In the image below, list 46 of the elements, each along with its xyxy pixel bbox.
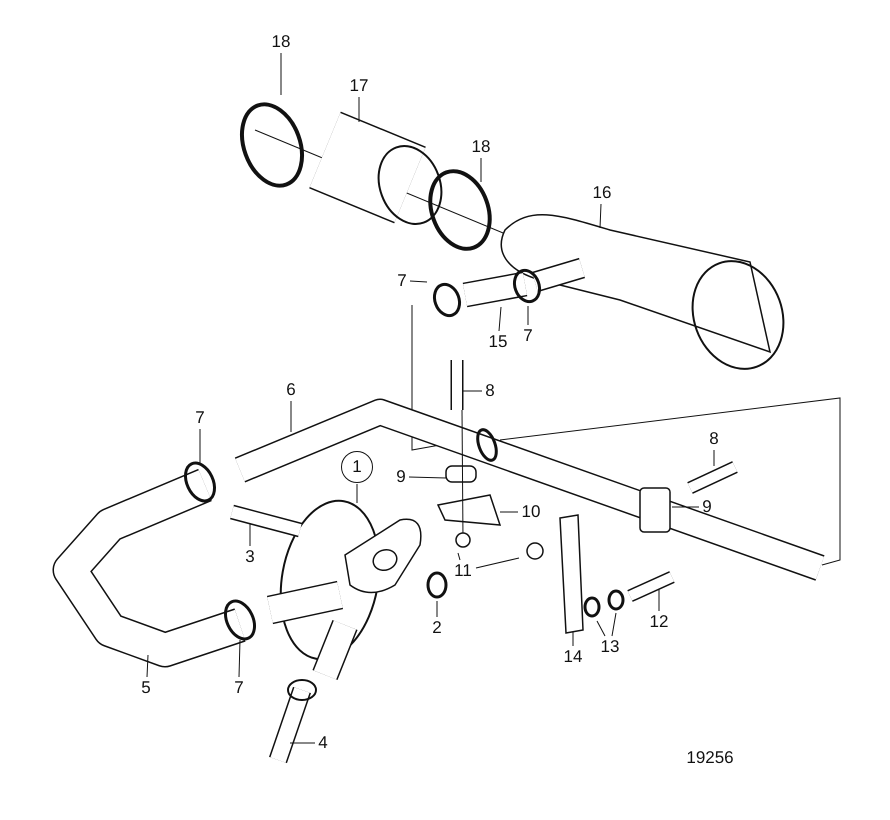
leader-line [146,654,148,678]
callout-number: 13 [600,637,620,657]
callout-number: 6 [286,380,296,400]
callout-number: 9 [396,467,406,487]
callout-number: 16 [592,183,612,203]
leader-line [612,612,616,636]
callout-number: 7 [397,271,407,291]
callout-number: 11 [454,561,472,581]
leader-line [658,588,660,612]
leader-line [410,280,428,282]
callout-number: 8 [709,429,719,449]
callout-number: 7 [234,678,244,698]
callout-number: 5 [141,678,151,698]
leader-line [462,390,482,392]
callout-number: 4 [318,733,328,753]
leader-line [290,400,292,432]
leader-line [596,620,606,636]
drawing-number: 19256 [686,748,734,768]
callout-number: 10 [522,502,540,522]
leader-line [572,632,574,646]
leader-line [358,96,360,122]
callout-number: 14 [564,647,582,667]
leader-line [408,476,446,478]
leader-line [290,742,316,744]
leader-line [480,158,482,182]
callout-number: 9 [702,497,712,517]
leader-line [600,204,602,228]
callout-number: 7 [523,326,533,346]
leader-line [436,600,438,618]
circled-callout-number: 1 [341,451,373,483]
leader-line [476,558,520,568]
leader-line [458,552,460,560]
leader-line [280,52,282,96]
leader-line [672,506,700,508]
callout-number: 7 [195,408,205,428]
leader-line [498,306,502,332]
callout-number: 18 [272,32,290,52]
leader-line [238,640,240,678]
callout-number: 12 [650,612,668,632]
callout-number: 2 [432,618,442,638]
leader-line [356,484,358,504]
callout-number: 15 [488,332,508,352]
callout-number: 17 [350,76,368,96]
callout-number: 18 [472,137,490,157]
callout-number: 8 [485,381,495,401]
callout-number: 3 [245,547,255,567]
